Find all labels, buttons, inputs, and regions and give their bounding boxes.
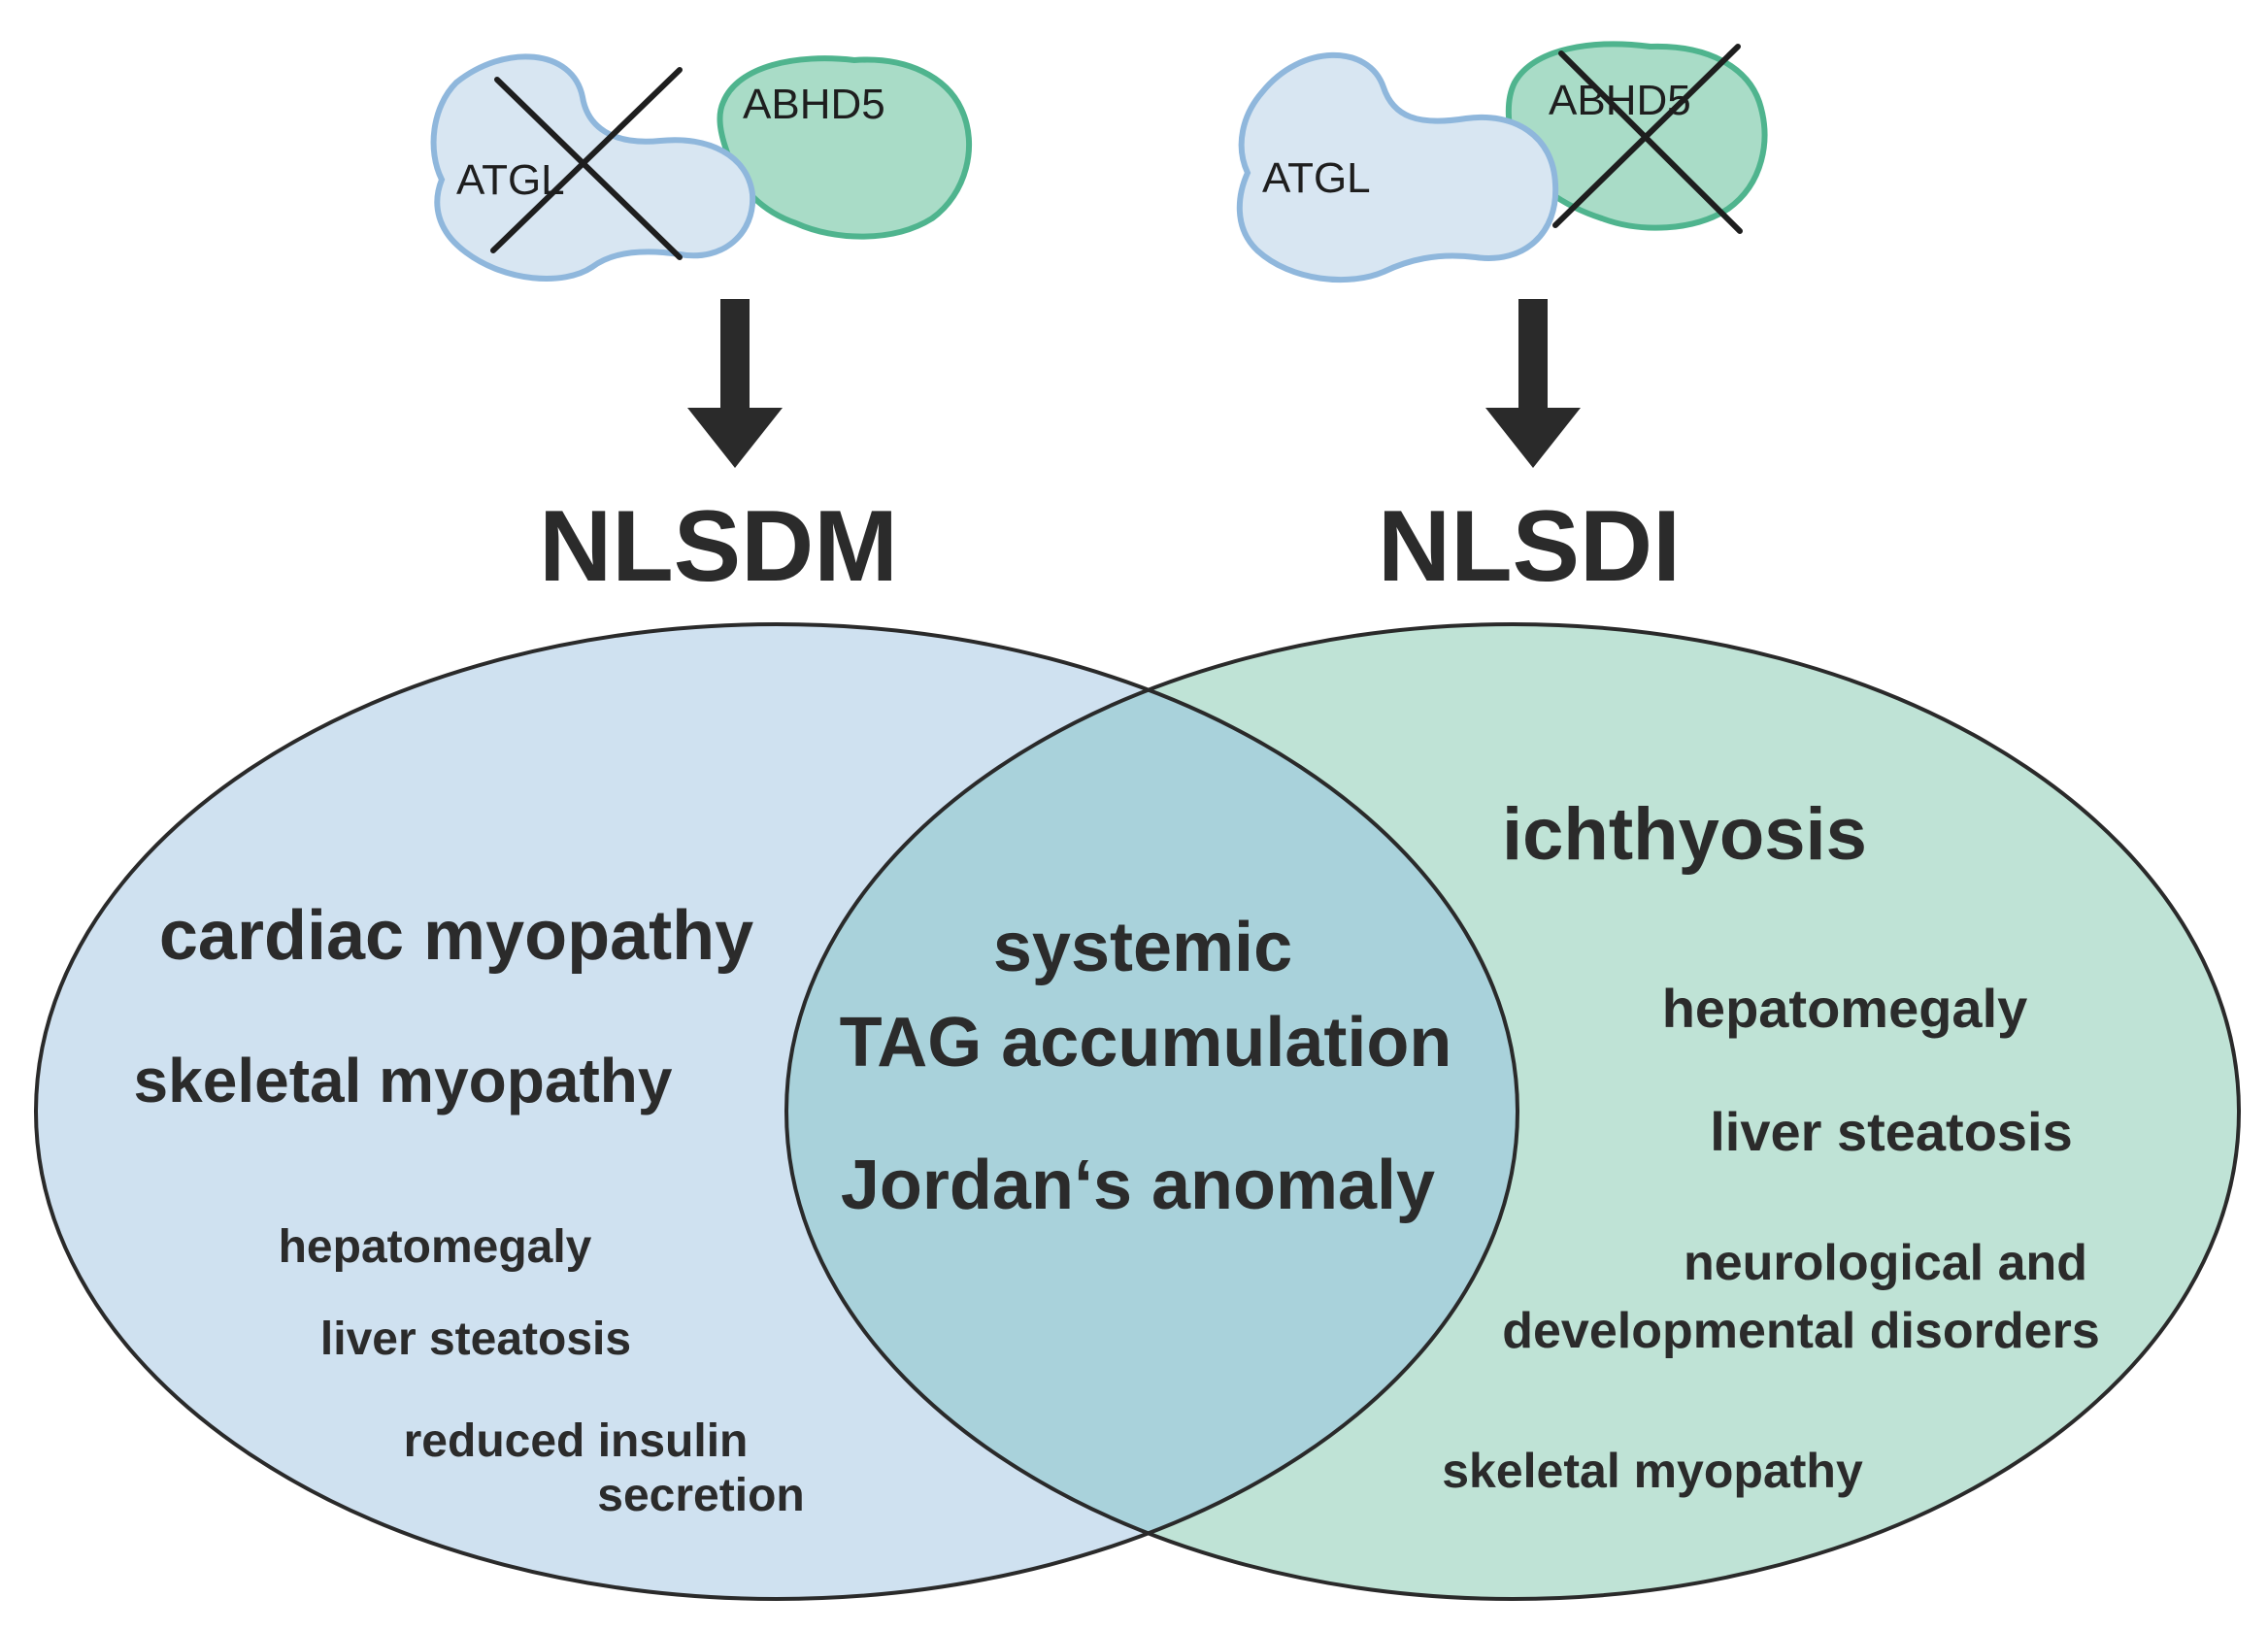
right-knockout-x-icon xyxy=(1552,44,1743,234)
nlsdm-hepatomegaly: hepatomegaly xyxy=(279,1221,592,1273)
nlsdi-neuro-line2: developmental disorders xyxy=(1502,1303,2100,1359)
right-protein-complex: ABHD5 ATGL xyxy=(1236,41,1768,283)
right-down-arrow-icon xyxy=(1485,299,1581,468)
nlsdm-circle-outline xyxy=(34,622,1519,1601)
left-protein-complex: ABHD5 ATGL xyxy=(430,53,972,282)
shared-systemic: systemic xyxy=(993,909,1292,986)
nlsdi-hepatomegaly: hepatomegaly xyxy=(1662,978,2028,1039)
nlsdm-reduced-insulin-line2: secretion xyxy=(597,1470,804,1521)
left-atgl-shape xyxy=(430,53,756,282)
nlsdm-reduced-insulin-line1: reduced insulin xyxy=(404,1415,749,1467)
right-atgl-shape xyxy=(1236,51,1559,283)
nlsdi-neuro-line1: neurological and xyxy=(1684,1235,2087,1291)
right-atgl-label: ATGL xyxy=(1262,154,1371,202)
nlsdm-cardiac-myopathy: cardiac myopathy xyxy=(159,897,753,975)
nlsdi-liver-steatosis: liver steatosis xyxy=(1710,1101,2073,1162)
nlsdi-circle-outline xyxy=(784,622,2241,1601)
nlsdm-liver-steatosis: liver steatosis xyxy=(320,1314,631,1365)
left-abhd5-label: ABHD5 xyxy=(743,81,885,128)
nlsdm-title: NLSDM xyxy=(539,490,898,603)
shared-jordans-anomaly: Jordan‘s anomaly xyxy=(841,1147,1435,1224)
overlap-region xyxy=(786,624,1518,1599)
shared-tag-accumulation: TAG accumulation xyxy=(840,1004,1452,1082)
nlsdm-skeletal-myopathy: skeletal myopathy xyxy=(134,1046,673,1115)
left-knockout-x-icon xyxy=(490,67,683,260)
nlsdi-title: NLSDI xyxy=(1378,490,1681,603)
nlsdi-skeletal-myopathy: skeletal myopathy xyxy=(1442,1444,1863,1498)
left-down-arrow-icon xyxy=(687,299,783,468)
nlsdi-ichthyosis: ichthyosis xyxy=(1502,793,1867,876)
